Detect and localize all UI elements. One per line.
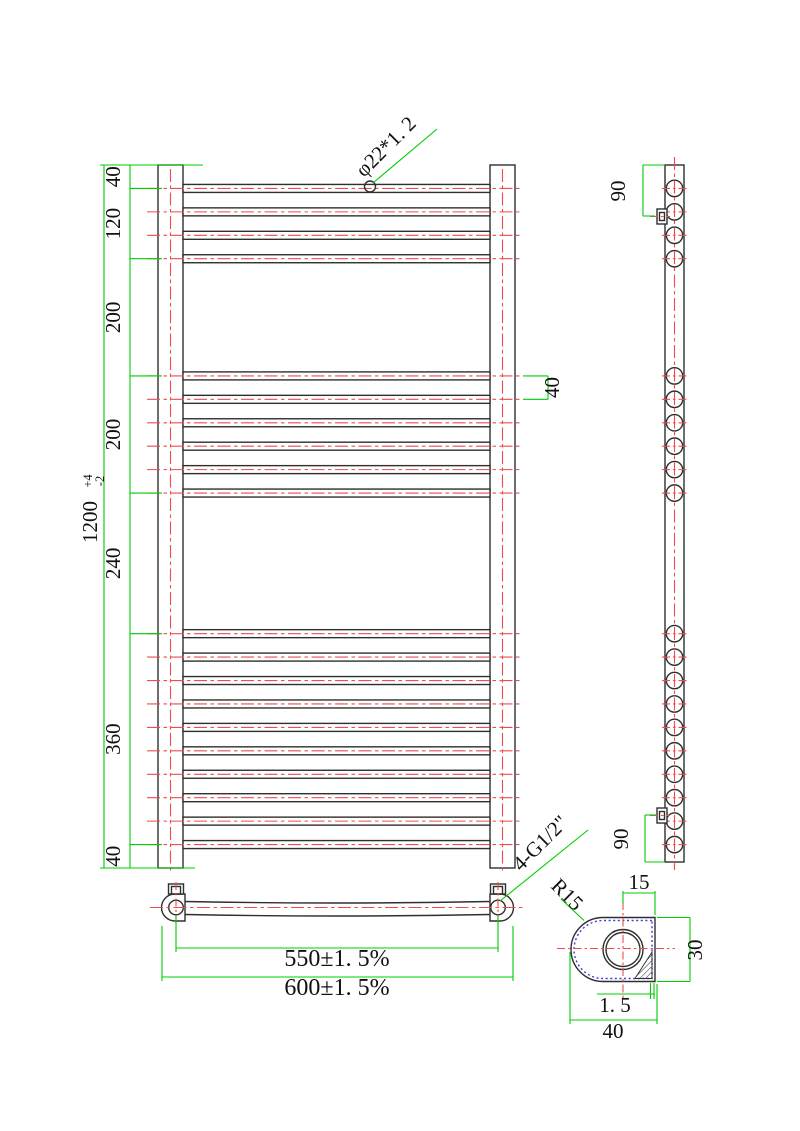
overall-width-dimension: 600±1. 5% [161, 926, 514, 1001]
bracket-top-dimension: 90 [606, 164, 664, 217]
thickness-dimension: 1. 5 [597, 983, 655, 1017]
segment-dim-label: 120 [101, 208, 125, 240]
width-label: 40 [603, 1019, 624, 1043]
bar-gap-dimension: 40 [523, 375, 564, 400]
tube-top-edge [184, 900, 491, 904]
callout-leader [372, 128, 438, 184]
segment-dim-label: 200 [101, 419, 125, 451]
total-height-tol-minus: -2 [93, 476, 107, 486]
callout-circle [363, 180, 377, 193]
tube-hole-inner [605, 931, 641, 968]
thickness-label: 1. 5 [599, 993, 631, 1017]
segment-dim-label: 40 [101, 846, 125, 867]
tube-bottom-edge [184, 913, 491, 917]
bracket-bottom-label: 90 [609, 829, 633, 850]
height-dimension: 30 [657, 916, 707, 983]
segment-dim-label: 240 [101, 548, 125, 580]
left-dimension-chain: 40 120 200 200 240 360 40 [100, 164, 203, 869]
overall-width-label: 600±1. 5% [284, 975, 389, 1001]
segment-dim-label: 40 [101, 166, 125, 187]
front-centerlines [147, 187, 523, 846]
width-dimension: 40 [569, 952, 658, 1043]
bracket-inner [658, 810, 666, 821]
detail-view: 15 30 1. 5 40 R15 [546, 870, 707, 1043]
segment-dim-label: 200 [101, 302, 125, 334]
segment-dim-label: 360 [101, 723, 125, 755]
connections-label: 4-G1/2" [508, 810, 573, 875]
front-bars [182, 183, 491, 850]
offset-label: 15 [629, 870, 650, 894]
tube-callout: φ22*1. 2 [351, 111, 438, 193]
height-label: 30 [683, 940, 707, 961]
callout-leader [499, 829, 589, 902]
weld-hatch [634, 950, 653, 979]
total-height-label: 1200 [78, 501, 102, 543]
bracket-bottom-dimension: 90 [609, 814, 665, 863]
bar-gap-label: 40 [540, 377, 564, 398]
radius-label: R15 [546, 874, 588, 916]
total-height-tol-plus: +4 [81, 474, 95, 488]
hole-distance-dimension: 550±1. 5% [175, 916, 499, 972]
bracket-top-label: 90 [606, 181, 630, 202]
callout-leader [560, 898, 585, 921]
side-view: 90 90 [606, 157, 687, 870]
radius-callout: R15 [546, 874, 588, 921]
hole-distance-label: 550±1. 5% [284, 946, 389, 972]
profile-inner-wall [573, 919, 653, 980]
tube-size-label: φ22*1. 2 [351, 111, 421, 181]
front-view: 40 120 200 200 240 360 40 1200 +4 -2 40 φ22*1.… [78, 111, 564, 871]
plan-view: 550±1. 5% 600±1. 5% 4-G1/2" [150, 810, 589, 1001]
offset-dimension: 15 [622, 870, 656, 915]
bracket-inner [658, 211, 666, 222]
